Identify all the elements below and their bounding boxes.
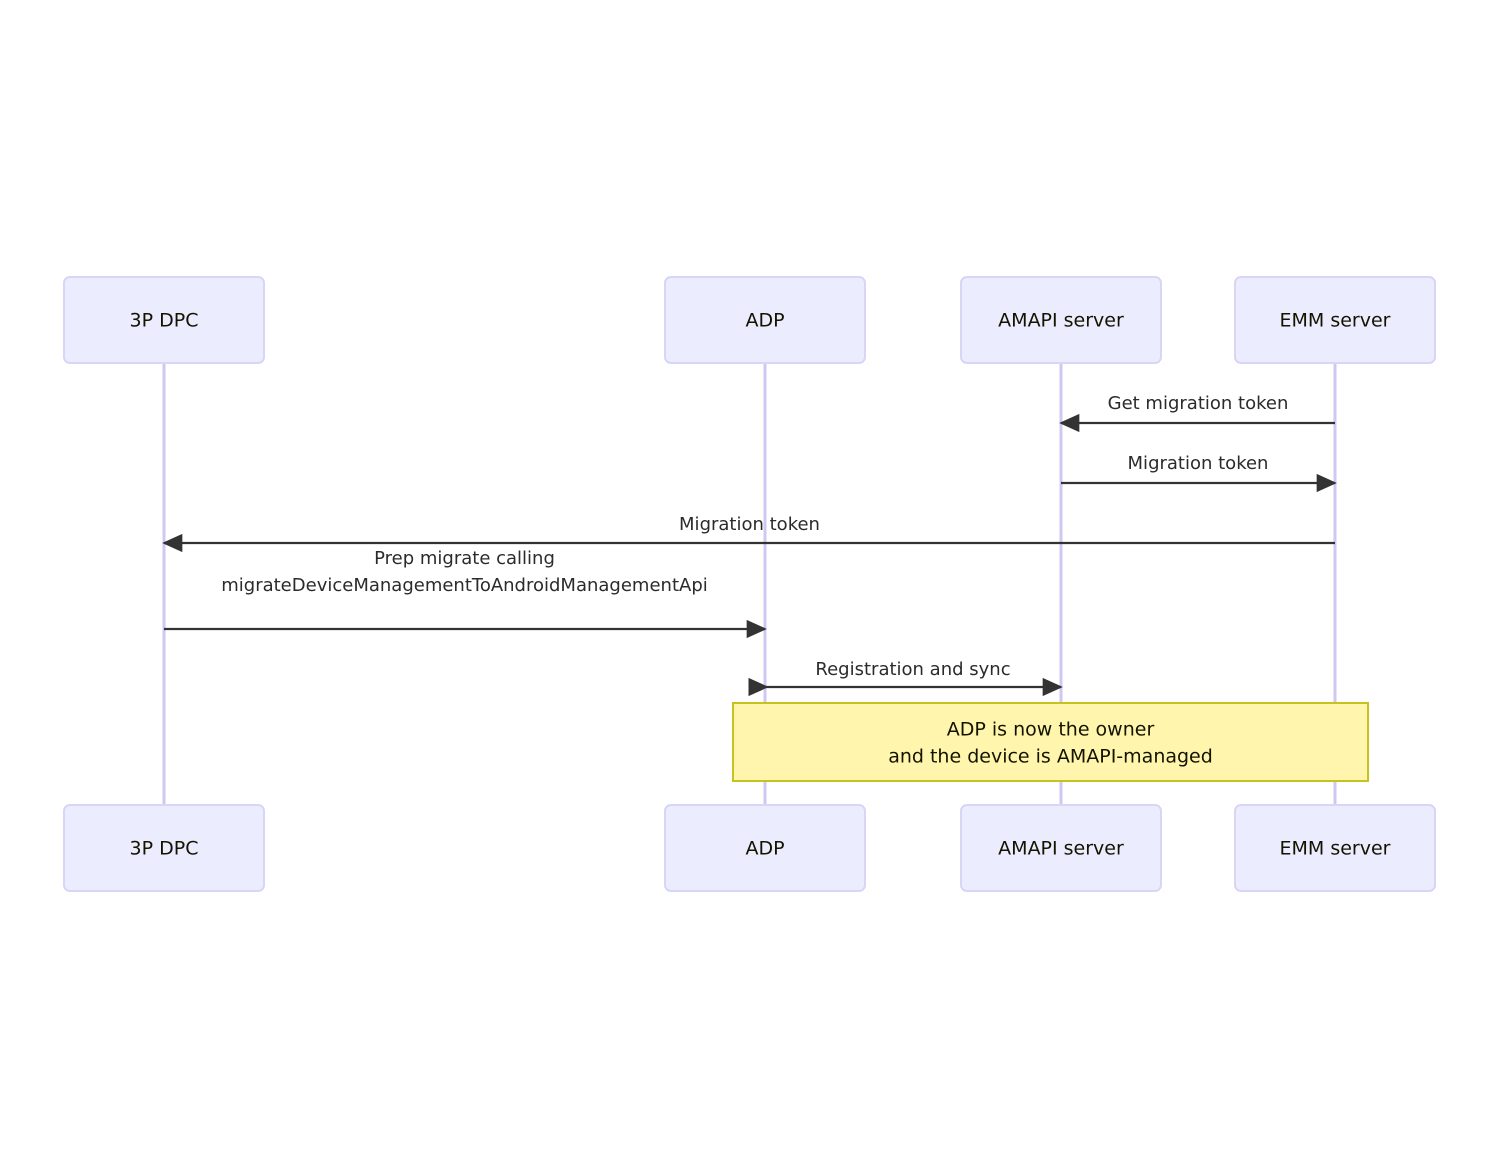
actor-box-adp <box>664 276 866 364</box>
actor-box-emm <box>1234 804 1436 892</box>
msg-migration-token-to-emm[interactable]: Migration token <box>1061 453 1337 493</box>
actor-box-adp <box>664 804 866 892</box>
actor-box-dpc <box>63 804 265 892</box>
notes-group: ADP is now the owner and the device is AM… <box>732 702 1369 782</box>
actor-label-emm: EMM server <box>1280 310 1391 332</box>
actor-emm-bottom[interactable]: EMM server <box>1234 804 1436 892</box>
msg-prep-migrate-label: Prep migrate calling <box>374 548 555 569</box>
actor-box-emm <box>1234 276 1436 364</box>
actor-box-amapi <box>960 276 1162 364</box>
msg-prep-migrate[interactable]: Prep migrate calling migrateDeviceManagem… <box>164 548 767 639</box>
actor-amapi-top[interactable]: AMAPI server <box>960 276 1162 364</box>
actor-label-emm: EMM server <box>1280 838 1391 860</box>
msg-get-migration-token[interactable]: Get migration token <box>1059 393 1335 433</box>
actor-label-adp: ADP <box>745 310 784 332</box>
msg-registration-and-sync[interactable]: Registration and sync <box>748 659 1063 697</box>
actor-emm-top[interactable]: EMM server <box>1234 276 1436 364</box>
actor-label-amapi: AMAPI server <box>998 310 1124 332</box>
note-adp-owner: ADP is now the owner and the device is AM… <box>732 702 1369 782</box>
note-adp-owner-text: and the device is AMAPI-managed <box>888 746 1213 768</box>
actor-dpc-bottom[interactable]: 3P DPC <box>63 804 265 892</box>
msg-migration-token-to-emm-label: Migration token <box>1128 453 1269 474</box>
msg-migration-token-to-dpc-label: Migration token <box>679 514 820 535</box>
actor-dpc-top[interactable]: 3P DPC <box>63 276 265 364</box>
actor-label-amapi: AMAPI server <box>998 838 1124 860</box>
actor-adp-top[interactable]: ADP <box>664 276 866 364</box>
actor-adp-bottom[interactable]: ADP <box>664 804 866 892</box>
msg-prep-migrate-label: migrateDeviceManagementToAndroidManageme… <box>221 575 708 596</box>
actor-amapi-bottom[interactable]: AMAPI server <box>960 804 1162 892</box>
actor-box-dpc <box>63 276 265 364</box>
actor-label-adp: ADP <box>745 838 784 860</box>
actor-box-amapi <box>960 804 1162 892</box>
note-adp-owner-box <box>732 702 1369 782</box>
note-adp-owner-text: ADP is now the owner <box>947 719 1155 741</box>
actor-label-dpc: 3P DPC <box>130 310 199 332</box>
msg-migration-token-to-dpc[interactable]: Migration token <box>162 514 1335 553</box>
msg-registration-and-sync-label: Registration and sync <box>815 659 1010 680</box>
actor-label-dpc: 3P DPC <box>130 838 199 860</box>
msg-get-migration-token-label: Get migration token <box>1108 393 1289 414</box>
